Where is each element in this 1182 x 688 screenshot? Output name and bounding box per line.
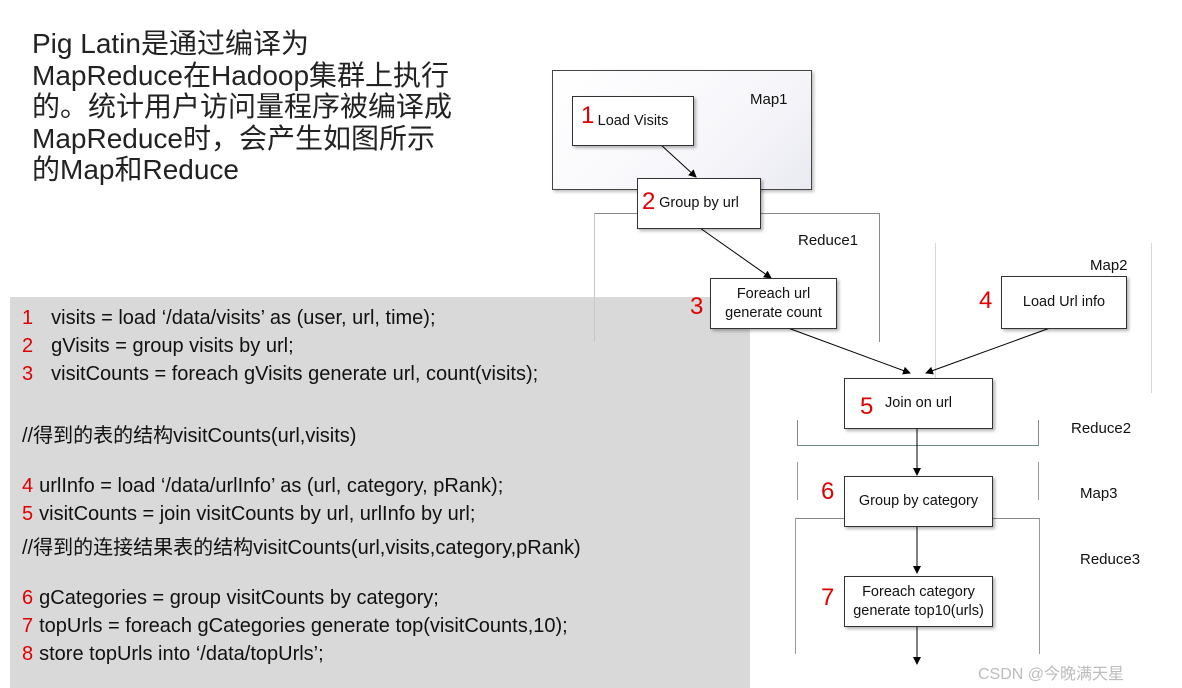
code-line-number: 2 bbox=[22, 335, 34, 357]
node-label: Group by category bbox=[858, 493, 979, 509]
code-line-text: topUrls = foreach gCategories generate t… bbox=[39, 615, 568, 637]
title-line: MapReduce在Hadoop集群上执行 bbox=[32, 59, 450, 91]
node-label: Foreach category generate top10(urls) bbox=[853, 583, 984, 621]
code-line-number: 6 bbox=[22, 587, 34, 609]
code-line-text: gCategories = group visitCounts by categ… bbox=[39, 587, 439, 609]
reduce3-label: Reduce3 bbox=[1080, 551, 1141, 568]
code-line-number: 3 bbox=[22, 363, 34, 385]
node-label-line: generate count bbox=[725, 304, 822, 321]
step-number: 4 bbox=[979, 287, 993, 314]
title-text: Pig Latin是通过编译为 MapReduce在Hadoop集群上执行 的。… bbox=[32, 28, 502, 186]
code-line: 3 visitCounts = foreach gVisits generate … bbox=[22, 363, 538, 386]
map2-stage-frame bbox=[935, 243, 1152, 393]
node-label-line: Foreach category bbox=[862, 583, 975, 600]
node-label: Foreach url generate count bbox=[725, 285, 822, 323]
map1-label: Map1 bbox=[750, 91, 788, 108]
arrow-4-to-5 bbox=[925, 327, 1051, 375]
title-line: 的。统计用户访问量程序被编译成 bbox=[32, 91, 453, 122]
group-by-category-node: Group by category bbox=[844, 476, 993, 527]
comment-line: //得到的表的结构visitCounts(url,visits) bbox=[22, 419, 356, 448]
code-line-number: 4 bbox=[22, 475, 34, 497]
foreach-category-node: Foreach category generate top10(urls) bbox=[844, 576, 993, 627]
title-line: MapReduce时，会产生如图所示 bbox=[32, 122, 435, 154]
reduce2-stage-frame bbox=[797, 420, 1039, 446]
node-label: Group by url bbox=[659, 195, 739, 211]
node-label: Load Url info bbox=[1022, 294, 1106, 310]
code-line-number: 5 bbox=[22, 503, 34, 525]
step-number: 5 bbox=[860, 393, 874, 420]
join-on-url-node: Join on url bbox=[844, 378, 993, 429]
arrow-1-to-2 bbox=[659, 143, 697, 178]
title-line: 的Map和Reduce bbox=[32, 154, 239, 185]
step-number: 3 bbox=[690, 293, 704, 320]
comment-line: //得到的连接结果表的结构visitCounts(url,visits,cate… bbox=[22, 531, 581, 560]
map2-label: Map2 bbox=[1090, 257, 1128, 274]
code-line-text: visits = load ‘/data/visits’ as (user, u… bbox=[51, 307, 436, 329]
foreach-url-node: Foreach url generate count bbox=[710, 278, 837, 329]
node-label: Load Visits bbox=[597, 112, 669, 129]
code-line-text: visitCounts = join visitCounts by url, u… bbox=[39, 503, 476, 525]
reduce1-label: Reduce1 bbox=[798, 232, 859, 249]
code-line: 1 visits = load ‘/data/visits’ as (user, … bbox=[22, 307, 436, 330]
code-line-text: gVisits = group visits by url; bbox=[51, 335, 294, 357]
watermark: CSDN @今晚满天星 bbox=[978, 666, 1125, 683]
code-line-text: store topUrls into ‘/data/topUrls’; bbox=[39, 643, 324, 665]
map3-label: Map3 bbox=[1080, 485, 1118, 502]
code-line: 2 gVisits = group visits by url; bbox=[22, 335, 294, 358]
code-line-text: //得到的表的结构visitCounts(url,visits) bbox=[22, 425, 357, 447]
step-number: 2 bbox=[642, 188, 656, 215]
map3-stage-frame bbox=[797, 462, 1039, 500]
load-visits-node: Load Visits bbox=[572, 96, 694, 146]
step-number: 6 bbox=[821, 478, 835, 505]
reduce2-label: Reduce2 bbox=[1071, 420, 1132, 437]
arrow-3-to-5 bbox=[787, 327, 911, 375]
node-label-line: generate top10(urls) bbox=[853, 602, 984, 619]
group-by-url-node: Group by url bbox=[637, 178, 761, 229]
code-line-number: 1 bbox=[22, 307, 34, 329]
node-label-line: Foreach url bbox=[736, 285, 811, 302]
code-line-text: //得到的连接结果表的结构visitCounts(url,visits,cate… bbox=[22, 537, 581, 559]
step-number: 7 bbox=[821, 584, 835, 611]
code-line-number: 8 bbox=[22, 643, 34, 665]
code-line-text: visitCounts = foreach gVisits generate u… bbox=[51, 363, 539, 385]
code-line-text: urlInfo = load ‘/data/urlInfo’ as (url, … bbox=[39, 475, 504, 497]
title-line: Pig Latin是通过编译为 bbox=[32, 28, 309, 59]
node-label: Join on url bbox=[885, 395, 952, 411]
step-number: 1 bbox=[581, 102, 595, 129]
arrow-2-to-3 bbox=[699, 227, 772, 279]
code-line-number: 7 bbox=[22, 615, 34, 637]
code-panel: 1 visits = load ‘/data/visits’ as (user, … bbox=[10, 297, 750, 688]
load-url-info-node: Load Url info bbox=[1001, 276, 1127, 329]
